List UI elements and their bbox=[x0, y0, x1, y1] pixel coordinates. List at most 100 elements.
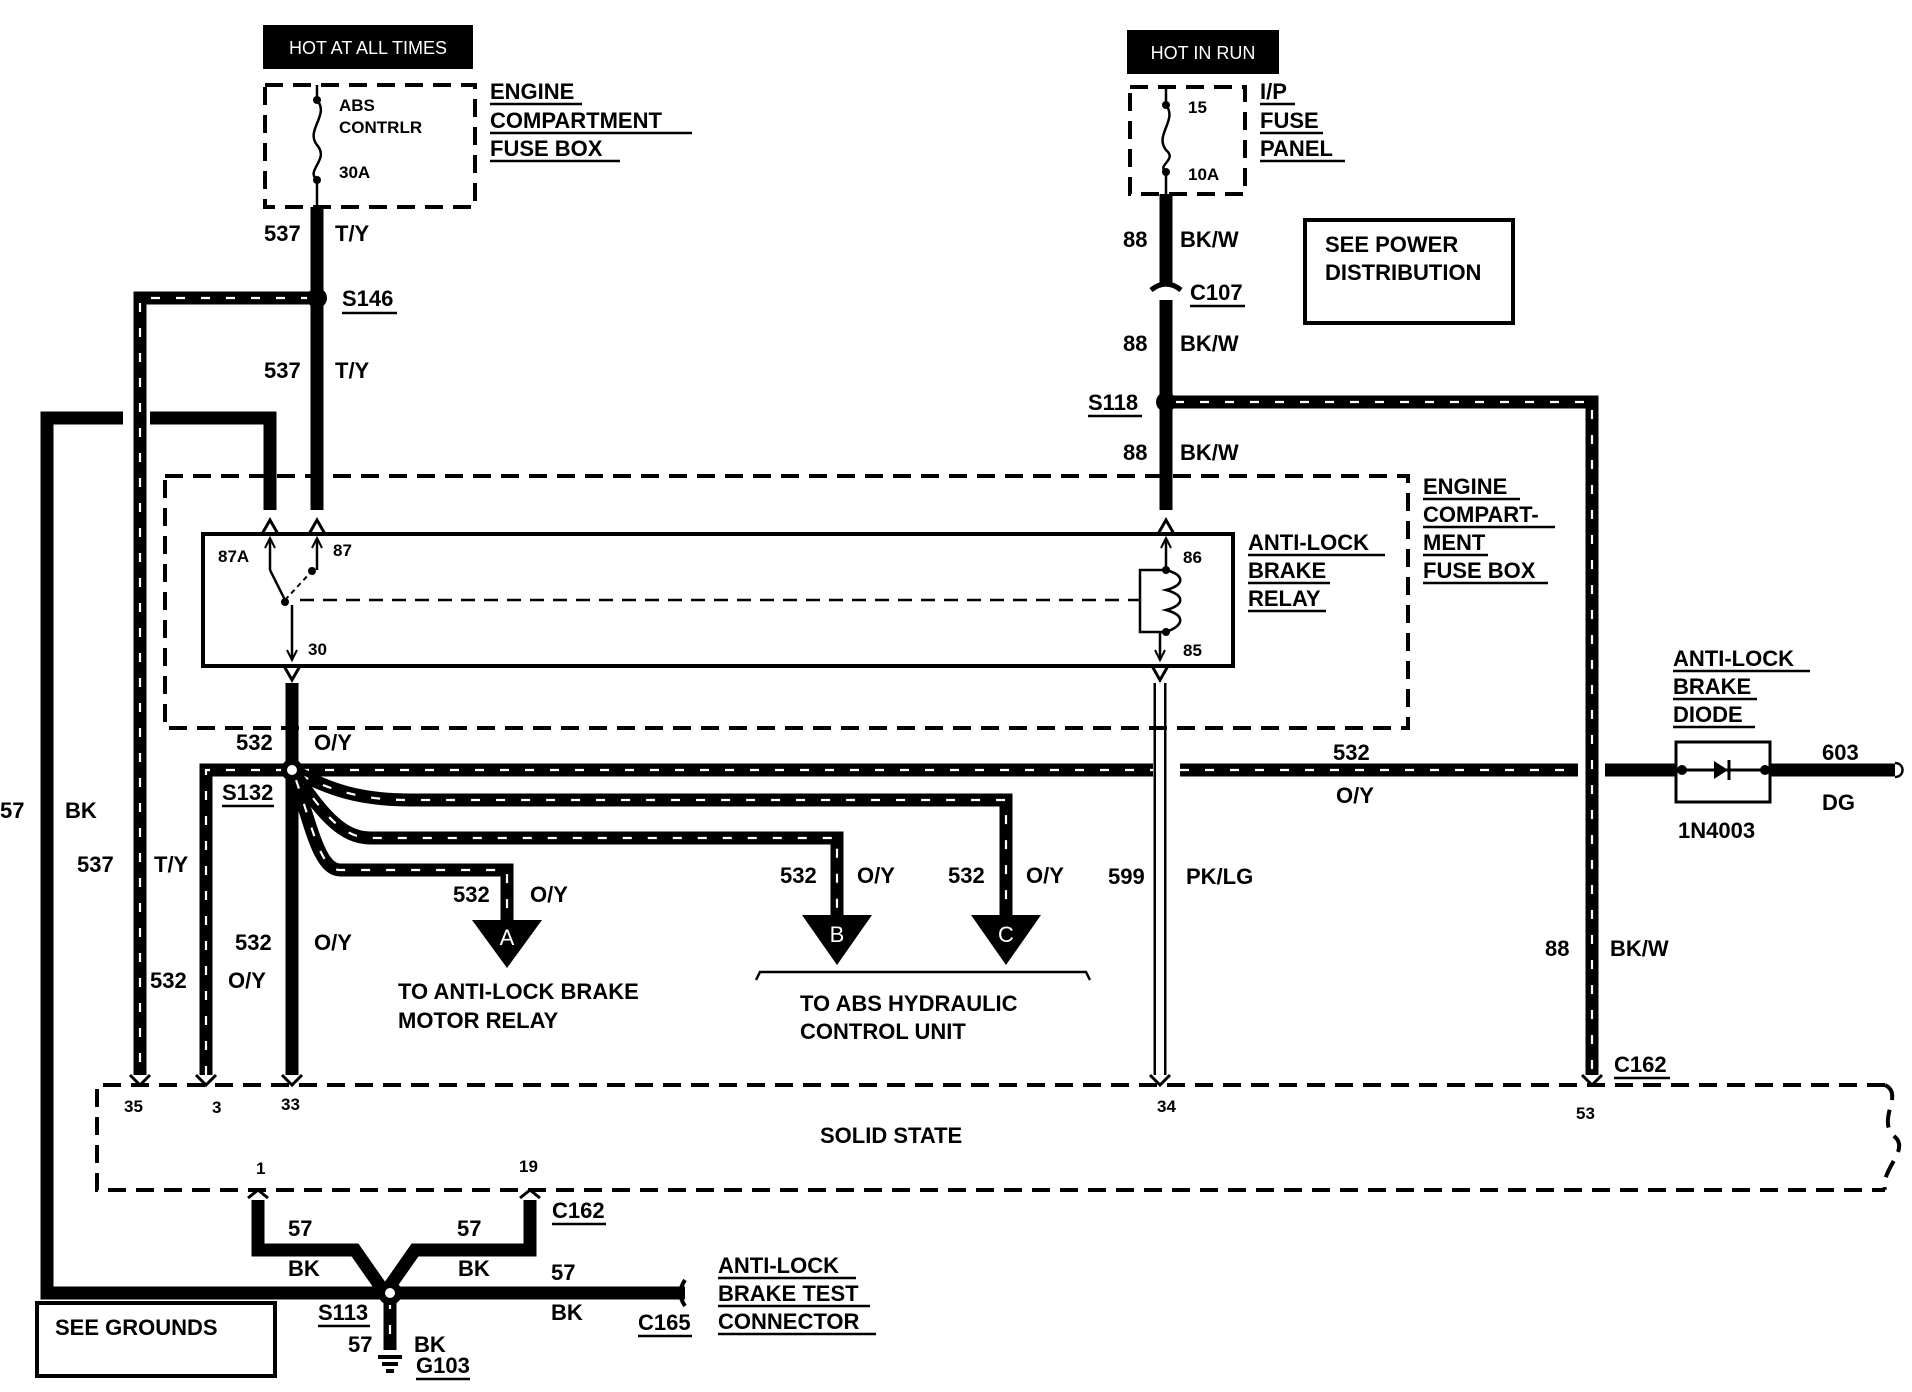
solid-state-module: SOLID STATE 35 3 33 34 53 1 19 C162 C162 bbox=[95, 1052, 1902, 1226]
svg-text:SEE GROUNDS: SEE GROUNDS bbox=[55, 1315, 218, 1340]
svg-text:O/Y: O/Y bbox=[530, 882, 568, 907]
svg-text:10A: 10A bbox=[1188, 165, 1219, 184]
see-grounds-note: SEE GROUNDS bbox=[35, 1301, 277, 1378]
svg-text:HOT IN RUN: HOT IN RUN bbox=[1151, 43, 1256, 63]
svg-text:532: 532 bbox=[235, 930, 272, 955]
svg-text:BK/W: BK/W bbox=[1180, 440, 1239, 465]
svg-text:87: 87 bbox=[333, 541, 352, 560]
anti-lock-brake-relay: ANTI-LOCK BRAKE RELAY 87A bbox=[201, 516, 1385, 684]
svg-text:BRAKE: BRAKE bbox=[1248, 558, 1326, 583]
svg-text:57: 57 bbox=[551, 1260, 575, 1285]
svg-text:87A: 87A bbox=[218, 547, 249, 566]
svg-text:BK: BK bbox=[65, 798, 97, 823]
engine-compartment-fuse-box: ENGINE COMPARTMENT FUSE BOX bbox=[263, 79, 692, 209]
svg-text:FUSE BOX: FUSE BOX bbox=[490, 136, 603, 161]
svg-text:I/P: I/P bbox=[1260, 79, 1287, 104]
svg-text:O/Y: O/Y bbox=[314, 730, 352, 755]
wire-532-to-a bbox=[285, 767, 514, 925]
arrow-b: B bbox=[802, 915, 872, 965]
connector-c107: C107 bbox=[1149, 280, 1245, 308]
svg-text:532: 532 bbox=[780, 863, 817, 888]
svg-text:3: 3 bbox=[212, 1098, 221, 1117]
splice-s146: S146 bbox=[307, 286, 397, 315]
svg-text:532: 532 bbox=[150, 968, 187, 993]
svg-text:537: 537 bbox=[264, 358, 301, 383]
svg-text:BK: BK bbox=[414, 1332, 446, 1357]
ip-fuse-panel: I/P FUSE PANEL bbox=[1128, 79, 1345, 196]
ip-fuse-15: 15 10A bbox=[1161, 87, 1219, 194]
svg-text:ABS: ABS bbox=[339, 96, 375, 115]
svg-text:C162: C162 bbox=[1614, 1052, 1667, 1077]
svg-text:ENGINE: ENGINE bbox=[1423, 474, 1507, 499]
svg-text:O/Y: O/Y bbox=[1336, 783, 1374, 808]
svg-text:O/Y: O/Y bbox=[857, 863, 895, 888]
svg-text:1N4003: 1N4003 bbox=[1678, 818, 1755, 843]
svg-text:ANTI-LOCK: ANTI-LOCK bbox=[1673, 646, 1794, 671]
svg-text:19: 19 bbox=[519, 1157, 538, 1176]
svg-text:A: A bbox=[500, 925, 515, 950]
svg-text:S118: S118 bbox=[1088, 390, 1138, 415]
wire-labels: 537 T/Y 537 T/Y 88 BK/W 88 BK/W 88 BK/W … bbox=[0, 221, 1859, 1357]
svg-text:599: 599 bbox=[1108, 864, 1145, 889]
svg-text:SEE POWER: SEE POWER bbox=[1325, 232, 1458, 257]
svg-text:BK/W: BK/W bbox=[1610, 936, 1669, 961]
svg-text:532: 532 bbox=[453, 882, 490, 907]
svg-text:C: C bbox=[998, 922, 1014, 947]
svg-text:T/Y: T/Y bbox=[335, 358, 370, 383]
see-power-distribution-note: SEE POWER DISTRIBUTION bbox=[1303, 218, 1515, 325]
svg-text:CONTRLR: CONTRLR bbox=[339, 118, 422, 137]
svg-text:O/Y: O/Y bbox=[1026, 863, 1064, 888]
svg-text:C165: C165 bbox=[638, 1310, 691, 1335]
svg-text:COMPARTMENT: COMPARTMENT bbox=[490, 108, 662, 133]
svg-text:MENT: MENT bbox=[1423, 530, 1486, 555]
svg-text:S113: S113 bbox=[318, 1300, 368, 1325]
svg-text:86: 86 bbox=[1183, 548, 1202, 567]
svg-text:RELAY: RELAY bbox=[1248, 586, 1321, 611]
svg-text:MOTOR RELAY: MOTOR RELAY bbox=[398, 1008, 558, 1033]
svg-text:88: 88 bbox=[1123, 331, 1147, 356]
svg-text:O/Y: O/Y bbox=[228, 968, 266, 993]
svg-text:ANTI-LOCK: ANTI-LOCK bbox=[1248, 530, 1369, 555]
to-motor-relay-label: TO ANTI-LOCK BRAKE MOTOR RELAY bbox=[398, 979, 639, 1033]
svg-text:O/Y: O/Y bbox=[314, 930, 352, 955]
svg-text:C107: C107 bbox=[1190, 280, 1243, 305]
svg-text:CONNECTOR: CONNECTOR bbox=[718, 1309, 859, 1334]
wire-57-bk-loop bbox=[40, 411, 385, 1300]
svg-text:BRAKE TEST: BRAKE TEST bbox=[718, 1281, 859, 1306]
connector-c165: C165 bbox=[638, 1278, 692, 1338]
ground-g103: G103 bbox=[378, 1353, 470, 1381]
svg-text:G103: G103 bbox=[416, 1353, 470, 1378]
svg-text:34: 34 bbox=[1157, 1097, 1176, 1116]
arrow-c: C bbox=[971, 915, 1041, 965]
svg-text:BRAKE: BRAKE bbox=[1673, 674, 1751, 699]
svg-text:DIODE: DIODE bbox=[1673, 702, 1743, 727]
anti-lock-brake-test-connector: ANTI-LOCK BRAKE TEST CONNECTOR bbox=[718, 1253, 876, 1336]
svg-text:537: 537 bbox=[77, 852, 114, 877]
svg-text:ENGINE: ENGINE bbox=[490, 79, 574, 104]
svg-text:33: 33 bbox=[281, 1095, 300, 1114]
svg-text:532: 532 bbox=[1333, 740, 1370, 765]
svg-text:88: 88 bbox=[1123, 227, 1147, 252]
wire-603-dg bbox=[1770, 761, 1904, 779]
svg-text:HOT AT ALL TIMES: HOT AT ALL TIMES bbox=[289, 38, 447, 58]
svg-text:TO ABS HYDRAULIC: TO ABS HYDRAULIC bbox=[800, 991, 1018, 1016]
svg-text:30A: 30A bbox=[339, 163, 370, 182]
svg-text:57: 57 bbox=[457, 1216, 481, 1241]
svg-text:88: 88 bbox=[1123, 440, 1147, 465]
svg-text:SOLID STATE: SOLID STATE bbox=[820, 1123, 962, 1148]
svg-text:B: B bbox=[830, 922, 845, 947]
svg-text:PANEL: PANEL bbox=[1260, 136, 1333, 161]
svg-text:T/Y: T/Y bbox=[154, 852, 189, 877]
svg-text:57: 57 bbox=[288, 1216, 312, 1241]
svg-text:532: 532 bbox=[948, 863, 985, 888]
wire-532-to-c bbox=[288, 764, 1013, 915]
svg-text:BK: BK bbox=[458, 1256, 490, 1281]
svg-text:BK: BK bbox=[551, 1300, 583, 1325]
svg-text:T/Y: T/Y bbox=[335, 221, 370, 246]
splice-s118: S118 bbox=[1088, 390, 1176, 418]
svg-text:COMPART-: COMPART- bbox=[1423, 502, 1539, 527]
svg-text:C162: C162 bbox=[552, 1198, 605, 1223]
hot-at-all-times-source: HOT AT ALL TIMES bbox=[263, 25, 473, 69]
engine-compartment-box-relay: ENGINE COMPART- MENT FUSE BOX bbox=[163, 474, 1555, 730]
